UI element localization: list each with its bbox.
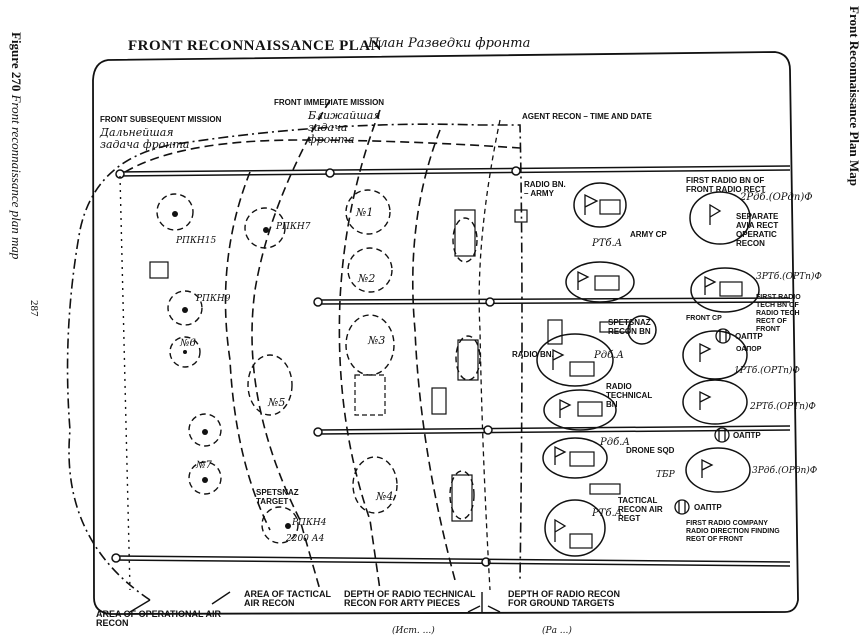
label-immediate-ru: Ближайшая задача фронта: [308, 109, 381, 146]
label-radio-bn-army: RADIO BN. – ARMY: [524, 180, 566, 198]
phase-line-top: [119, 165, 791, 177]
target-n4: №4: [376, 490, 394, 503]
label-first-radio-bn: FIRST RADIO BN OF FRONT RADIO RECT: [686, 176, 766, 194]
phase-line-mid2: [317, 425, 791, 435]
antenna-symbols: [552, 193, 722, 542]
target-rpkn7: РПКН7: [276, 222, 311, 232]
oaptr-symbols: [674, 328, 731, 515]
bottom-handwritten-a: (Ист. ...): [392, 626, 435, 636]
label-army-cp: ARMY CP: [630, 230, 667, 239]
label-tactical-recon: TACTICAL RECON AIR REGT: [618, 496, 663, 523]
label-subsequent-ru: Дальнейшая задача фронта: [100, 126, 190, 151]
unit-code-rdb-a1: Рдб.А: [594, 350, 624, 361]
unit-code-r4: 2РТб.(ОРТп)Ф: [750, 402, 816, 412]
page-title: FRONT RECONNAISSANCE PLAN: [128, 38, 382, 54]
unit-code-tbp: ТБР: [656, 470, 675, 480]
target-n5: №5: [268, 396, 286, 409]
target-n7: №7: [196, 460, 212, 471]
label-spetsnaz-target: SPETSNAZ TARGET: [256, 488, 299, 506]
target-rpkn15: РПКН15: [176, 236, 217, 246]
target-rpkn4: РПКН4: [292, 518, 327, 528]
agent-boundary: [478, 119, 501, 591]
target-r15: 2200 А4: [286, 534, 325, 544]
label-first-radio-tech: FIRST RADIO TECH BN OF RADIO TECH RECT O…: [756, 294, 801, 333]
rect-targets: [149, 209, 479, 522]
label-drone-sqd: DRONE SQD: [626, 446, 675, 455]
label-radio-depth: DEPTH OF RADIO RECON FOR GROUND TARGETS: [508, 589, 621, 608]
radio-tech-boundary: [338, 109, 381, 591]
target-n1: №1: [356, 206, 374, 219]
unit-code-rdb-a2: Рдб.А: [600, 437, 630, 448]
phase-line-bottom: [115, 555, 791, 567]
label-separate-avia: SEPARATE AVIA RECT OPERATIC RECON: [736, 212, 779, 248]
unit-ellipses: [536, 182, 760, 557]
label-subsequent-mission: FRONT SUBSEQUENT MISSION: [100, 115, 222, 124]
label-spetsnaz-recon: SPETSNAZ RECON BN: [608, 318, 651, 336]
target-n6: №6: [180, 338, 196, 349]
immediate-boundary: [251, 99, 331, 591]
label-agent-recon: AGENT RECON – TIME AND DATE: [522, 112, 652, 121]
unit-code-rtb-a1: РТб.А: [592, 238, 623, 249]
map-frame: [92, 51, 799, 615]
radio-depth-boundary: [412, 129, 456, 581]
unit-code-r1: 2Рдб.(ОРдп)Ф: [740, 192, 813, 203]
phase-line-mid1: [317, 297, 791, 305]
label-radio-bn: RADIO BN.: [512, 350, 554, 359]
label-first-radio-company: FIRST RADIO COMPANY RADIO DIRECTION FIND…: [686, 520, 780, 543]
target-n2: №2: [358, 272, 376, 285]
label-radio-tech-bn: RADIO TECHNICAL BN: [606, 382, 653, 409]
label-oaptr-3: ОАПТР: [694, 503, 722, 512]
label-front-cp: FRONT CP: [686, 315, 722, 322]
unit-code-r3: 1РТб.(ОРТп)Ф: [734, 366, 800, 376]
unit-code-rtb-a2: РТб.А: [592, 508, 623, 519]
subsequent-boundary: [124, 139, 521, 173]
label-oaptr-1: ОАПТР: [735, 332, 763, 341]
figure-caption-text: Front reconnaissance plan map: [9, 94, 24, 260]
vehicle-boxes: [514, 199, 743, 549]
unit-code-r5: 3Рдб.(ОРдп)Ф: [752, 466, 818, 476]
unit-code-oapr: ОАПОР: [736, 346, 762, 353]
target-circles: [156, 189, 481, 544]
bottom-handwritten-b: (Ра ...): [542, 626, 572, 636]
target-n3: №3: [368, 334, 386, 347]
right-side-title: Front Reconnaissance Plan Map: [847, 6, 862, 186]
label-oaptr-2: ОАПТР: [733, 431, 761, 440]
label-immediate-mission: FRONT IMMEDIATE MISSION: [274, 98, 385, 107]
figure-caption: Figure 270 Front reconnaissance plan map: [8, 32, 24, 259]
label-tactical-air-recon: AREA OF TACTICAL AIR RECON: [244, 589, 331, 608]
target-dots: [172, 211, 291, 529]
line-knobs: [111, 166, 521, 567]
figure-number: Figure 270: [9, 32, 24, 92]
target-rpkn9: РПКН9: [196, 294, 231, 304]
operational-recon-boundary: [66, 123, 523, 601]
label-operational-air-recon: AREA OF OPERATIONAL AIR RECON: [96, 609, 222, 628]
page-number: 287: [28, 300, 40, 317]
unit-code-r2: 3РТб.(ОРТп)Ф: [756, 272, 822, 282]
arrows: [119, 175, 501, 613]
tactical-boundary: [224, 171, 271, 531]
page-title-russian: План Разведки фронта: [368, 36, 531, 51]
label-radio-tech-depth: DEPTH OF RADIO TECHNICAL RECON FOR ARTY …: [344, 589, 476, 608]
